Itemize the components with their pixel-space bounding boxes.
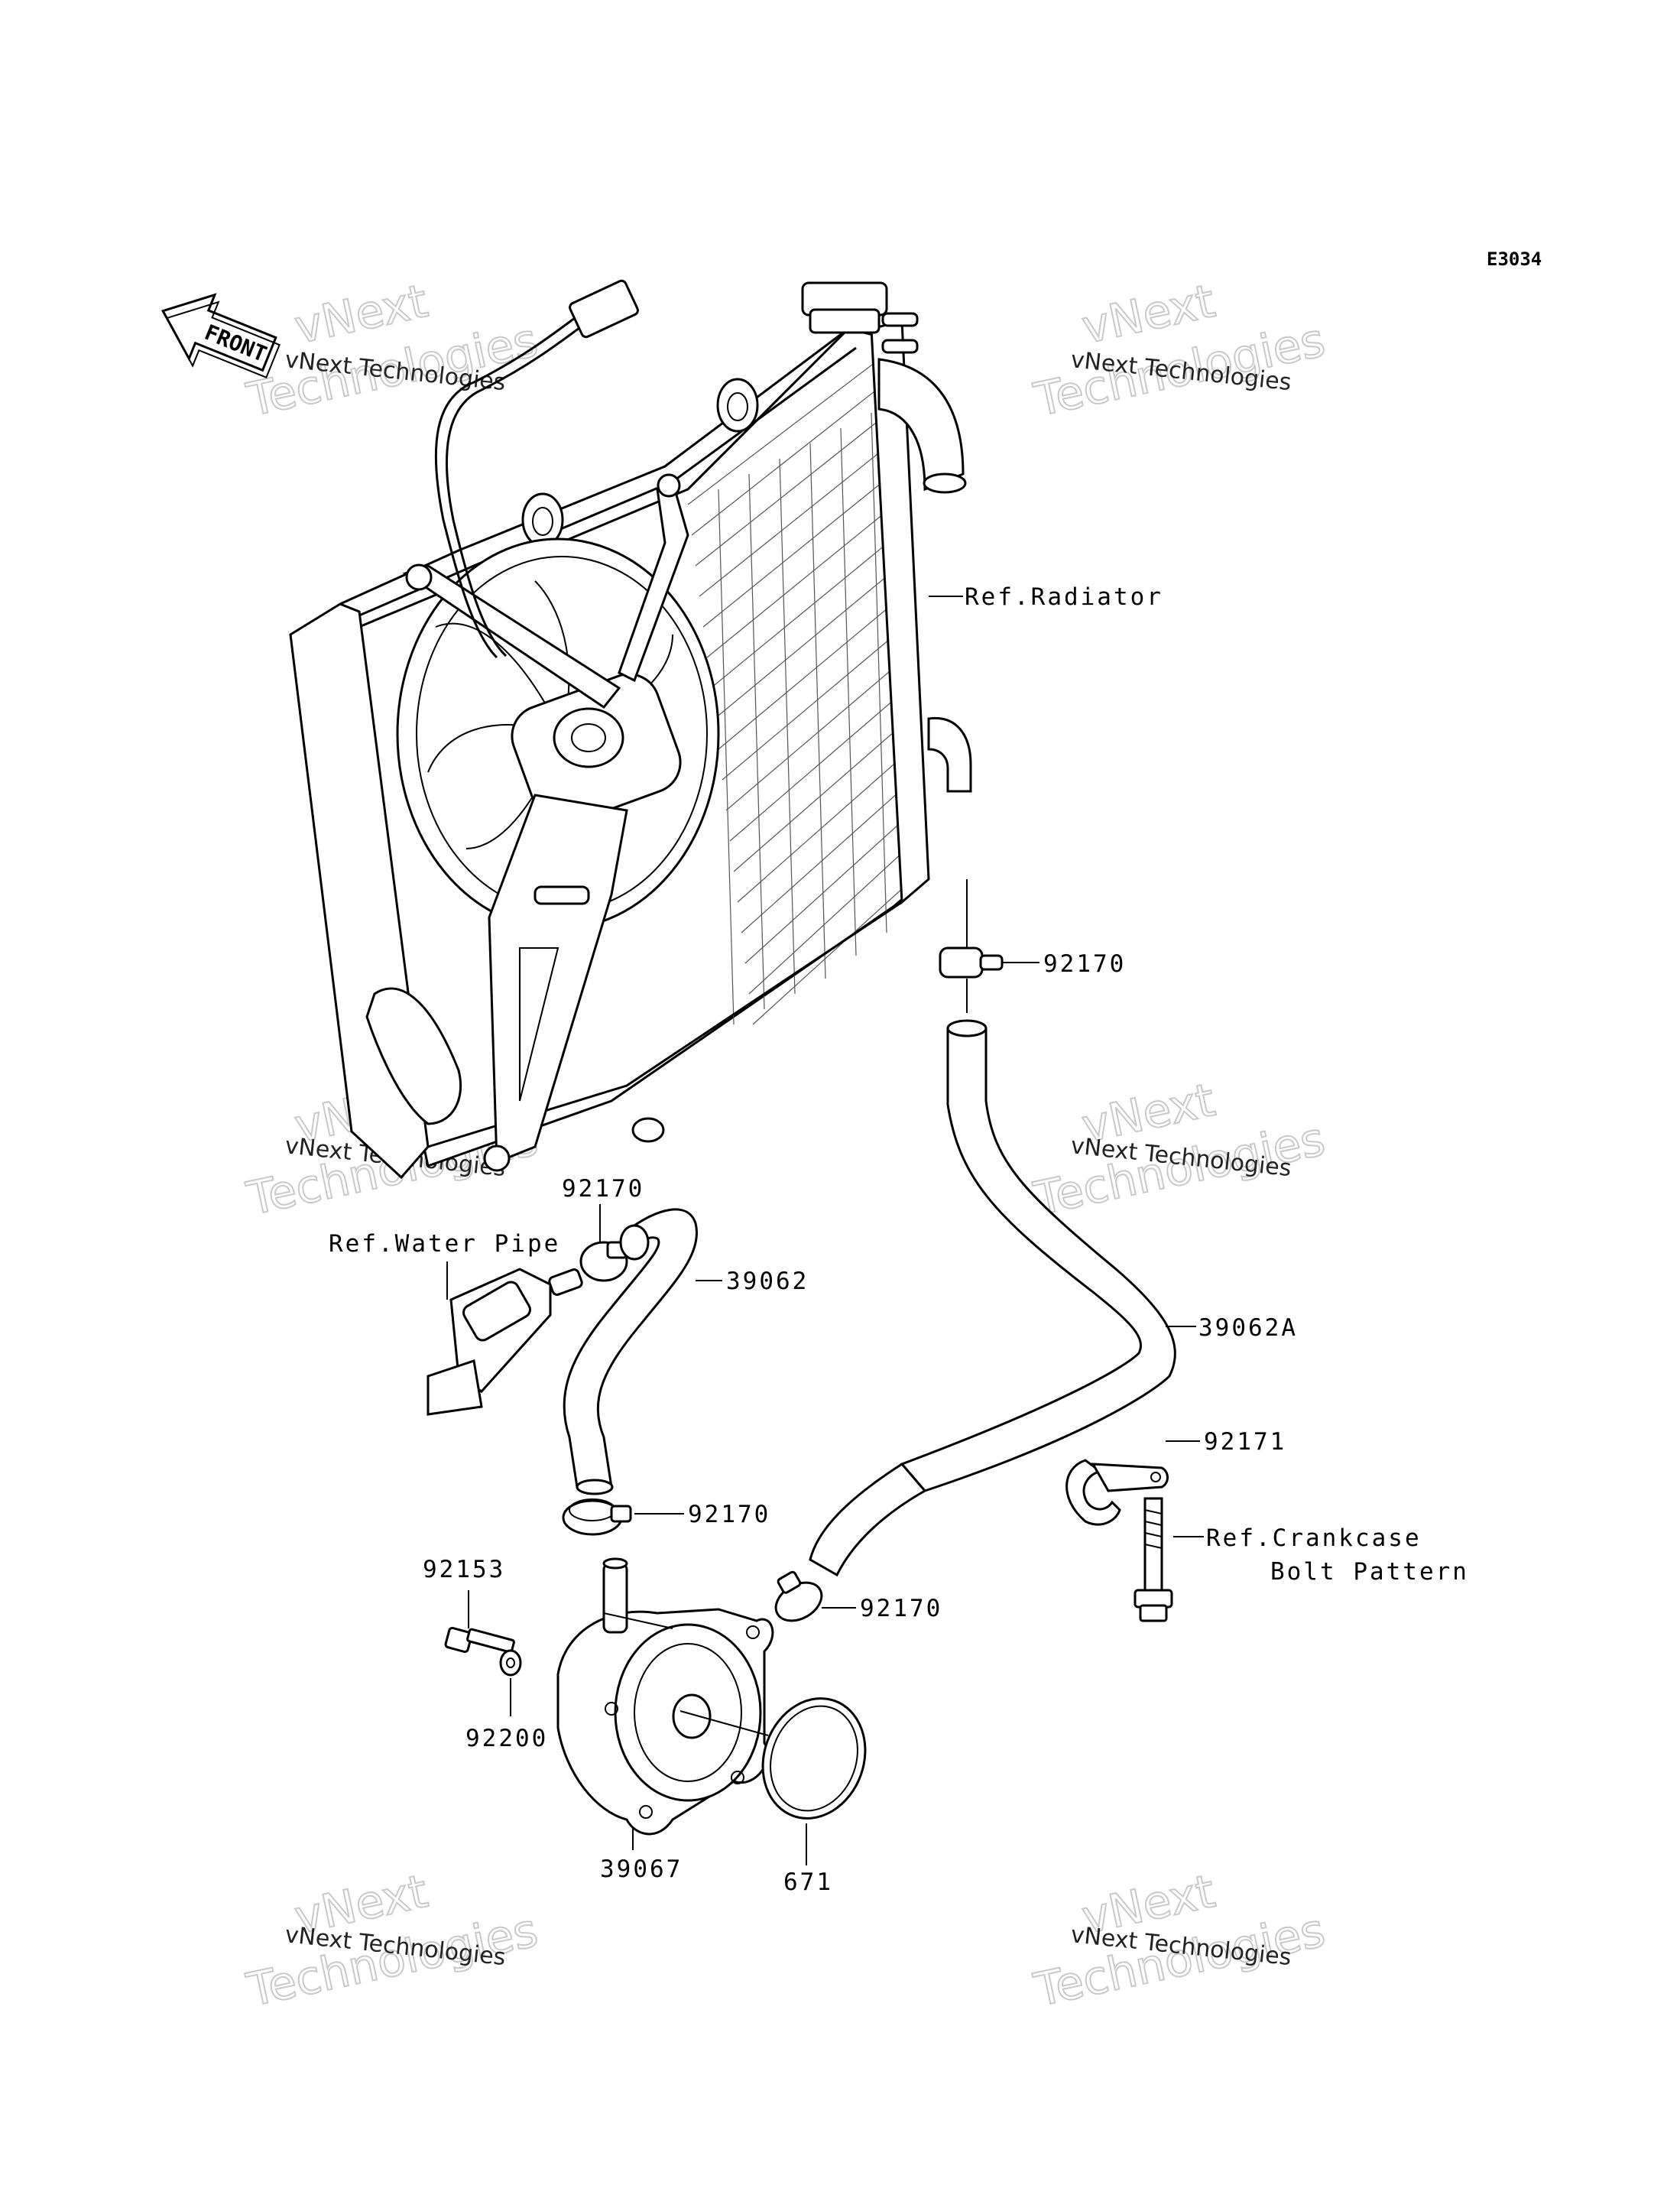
label-ref-crankcase-line1: Ref.Crankcase (1206, 1524, 1422, 1552)
radiator-mount-lug (716, 378, 759, 433)
leader-lines (446, 596, 1204, 1865)
radiator-bottom-rail (427, 901, 903, 1148)
label-92170-water-pipe: 92170 (562, 1175, 644, 1203)
washer-92200 (499, 1649, 522, 1677)
radiator-mount-lug (631, 1117, 665, 1143)
radiator-fins (687, 347, 924, 1025)
radiator-lower-outlet (927, 716, 972, 793)
front-arrow-icon: FRONT (161, 293, 281, 379)
cooling-fan-assembly (396, 279, 720, 1172)
watermark-top-right: vNext Technologies (1029, 274, 1331, 428)
hose-39062a (809, 1019, 1176, 1577)
label-92170-upper: 92170 (1043, 950, 1126, 978)
label-92200: 92200 (465, 1725, 548, 1752)
label-39067: 39067 (600, 1855, 683, 1883)
crankcase-bolt (1134, 1497, 1173, 1622)
label-ref-radiator: Ref.Radiator (965, 583, 1163, 611)
bolt-92153 (444, 1626, 515, 1654)
clamp-92170-upper (939, 946, 1004, 979)
clamp-92170-low (774, 1570, 823, 1622)
watermark-mid-right: vNext Technologies (1029, 1073, 1331, 1227)
bolt-icon (483, 1144, 511, 1172)
watermark-bottom-right: vNext Technologies (1029, 1864, 1331, 2018)
clamp-92170-mid (562, 1498, 632, 1536)
oring-671 (761, 1697, 867, 1820)
radiator-filler-cap (801, 281, 919, 354)
radiator-upper-outlet (877, 358, 965, 492)
oil-cooler-39067 (556, 1557, 774, 1836)
label-92170-low: 92170 (860, 1595, 942, 1622)
label-92170-mid: 92170 (688, 1501, 770, 1528)
label-ref-water-pipe: Ref.Water Pipe (329, 1230, 560, 1258)
clamp-92170-water-pipe (579, 1241, 628, 1282)
radiator-left-inlet (365, 987, 462, 1125)
watermark-top-left: vNext Technologies (242, 274, 543, 428)
diagram-code: E3034 (1487, 248, 1542, 270)
fan-bracket-lower (488, 794, 628, 1164)
fan-wire-harness (434, 312, 582, 659)
bolt-icon (657, 473, 681, 498)
label-92153: 92153 (423, 1556, 505, 1583)
watermark-bottom-left: vNext Technologies (242, 1864, 543, 2018)
clamp-92171 (1065, 1459, 1169, 1526)
water-pipe (426, 1268, 583, 1416)
fan-connector (569, 279, 639, 339)
bolt-icon (405, 563, 433, 591)
label-671: 671 (783, 1868, 833, 1896)
label-39062: 39062 (726, 1268, 809, 1295)
label-ref-crankcase-line2: Bolt Pattern (1270, 1558, 1469, 1586)
label-92171: 92171 (1204, 1428, 1286, 1456)
label-39062a: 39062A (1198, 1314, 1298, 1342)
hose-39062 (563, 1208, 698, 1495)
